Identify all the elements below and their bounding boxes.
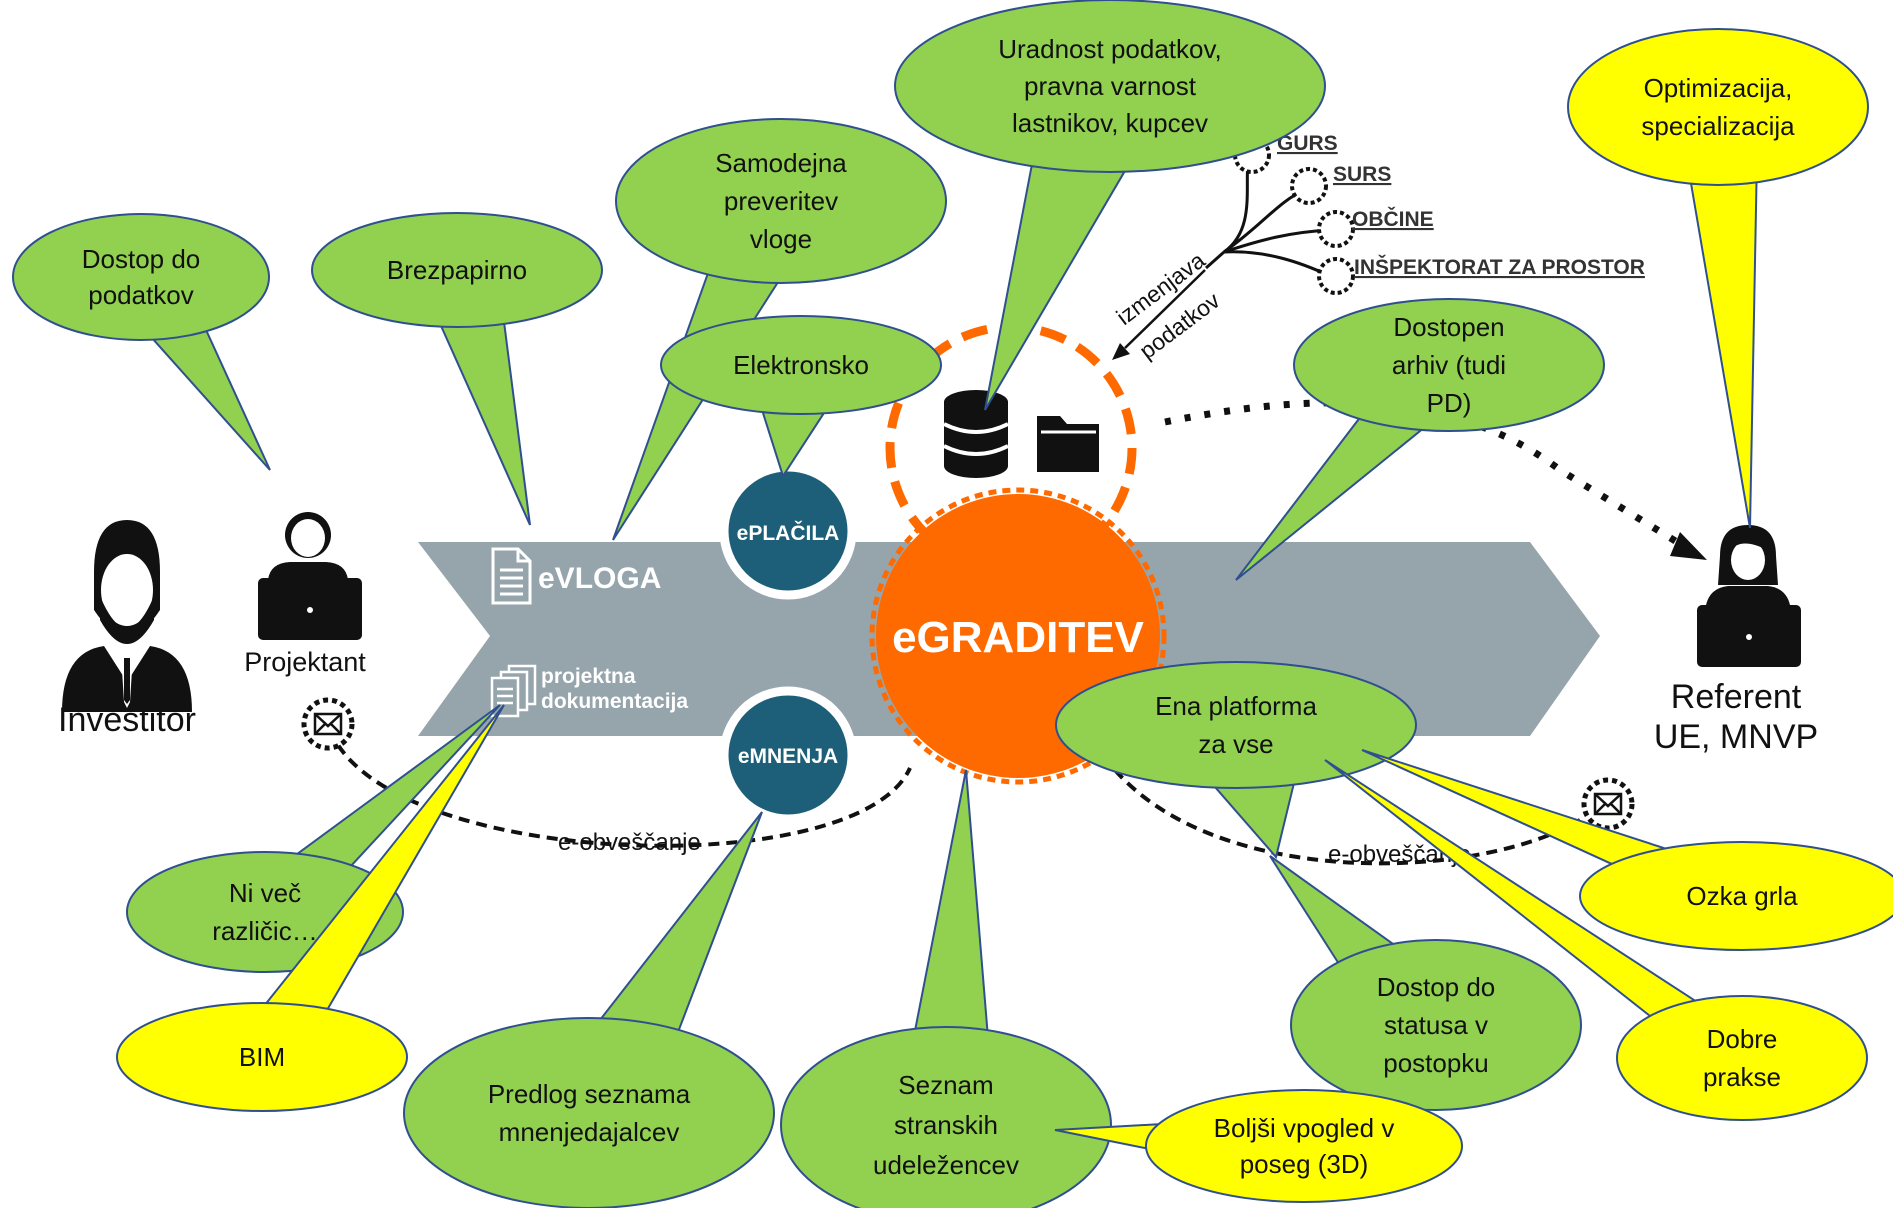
bubble-text-line: Uradnost podatkov, xyxy=(998,34,1222,64)
bubble-text-line: poseg (3D) xyxy=(1240,1149,1369,1179)
archive-arrowhead xyxy=(1670,532,1707,560)
notify-right-line xyxy=(1113,768,1582,866)
bubble-text-line: podatkov xyxy=(88,280,194,310)
bubble-seznam: Seznam stranskih udeležencev xyxy=(780,769,1112,1213)
bubble-dobre: Dobre prakse xyxy=(1324,759,1868,1121)
investor-label: Investitor xyxy=(58,701,196,739)
bubble-text-line: Optimizacija, xyxy=(1644,73,1793,103)
bubble-dostop-podatkov: Dostop do podatkov xyxy=(12,213,271,471)
bubble-text-line: BIM xyxy=(239,1042,285,1072)
eplacila-label: ePLAČILA xyxy=(737,521,840,545)
bubble-predlog: Predlog seznama mnenjedajalcev xyxy=(403,811,775,1209)
emnenja-circle[interactable] xyxy=(719,686,857,824)
bubble-text-line: Ni več xyxy=(229,878,301,908)
bubble-text-line: različic… xyxy=(212,916,317,946)
bubble-body xyxy=(311,212,603,328)
bubble-text-line: arhiv (tudi xyxy=(1392,350,1506,380)
referent-label-line1: Referent xyxy=(1671,678,1802,716)
bubble-text-line: Samodejna xyxy=(715,148,847,178)
bubble-text-line: lastnikov, kupcev xyxy=(1012,108,1208,138)
bubble-tail xyxy=(1269,855,1395,964)
bubble-text-line: vloge xyxy=(750,224,812,254)
bubble-body xyxy=(780,1026,1112,1213)
bubble-text-line: prakse xyxy=(1703,1062,1781,1092)
bubble-tail xyxy=(1213,783,1295,860)
bubble-text-line: stranskih xyxy=(894,1110,998,1140)
person-woman-laptop-icon xyxy=(1697,525,1801,667)
bubble-text-line: specializacija xyxy=(1641,111,1795,141)
bubble-text-line: statusa v xyxy=(1384,1010,1488,1040)
bubble-uradnost: Uradnost podatkov, pravna varnost lastniko… xyxy=(894,0,1326,411)
bubble-text-line: Dostop do xyxy=(82,244,201,274)
bubble-optimizacija: Optimizacija, specializacija xyxy=(1567,28,1869,529)
bubble-text-line: Boljši vpogled v xyxy=(1214,1113,1395,1143)
bubble-text-line: za vse xyxy=(1198,729,1273,759)
database-icon xyxy=(943,390,1009,478)
person-laptop-icon xyxy=(258,512,362,640)
bubble-body xyxy=(1616,995,1868,1121)
bubble-status: Dostop do statusa v postopku xyxy=(1269,855,1582,1111)
referent-label-line2: UE, MNVP xyxy=(1654,718,1818,756)
bubble-body xyxy=(1293,298,1605,432)
egraditev-label: eGRADITEV xyxy=(892,613,1144,662)
speech-bubbles: Dostop do podatkov Brezpapirno Samodejna pre… xyxy=(12,0,1893,1213)
source-gurs: GURS xyxy=(1277,132,1338,155)
bubble-text-line: Seznam xyxy=(898,1070,993,1100)
document-icon xyxy=(491,547,532,605)
bubble-body xyxy=(1145,1089,1463,1203)
bubble-text-line: mnenjedajalcev xyxy=(499,1117,680,1147)
bubble-tail xyxy=(1689,181,1758,529)
folder-icon xyxy=(1037,416,1099,472)
documents-stack-icon xyxy=(490,664,537,718)
source-inspektorat: INŠPEKTORAT ZA PROSTOR xyxy=(1354,255,1645,279)
envelope-icon xyxy=(301,697,355,751)
notify-left-label: e-obveščanje xyxy=(558,829,701,856)
projdoc-label-line1: projektna xyxy=(541,665,636,688)
evloga-label: eVLOGA xyxy=(538,562,661,595)
projdoc-label-line2: dokumentacija xyxy=(541,690,688,713)
bubble-body xyxy=(1567,28,1869,186)
designer-label: Projektant xyxy=(244,647,366,677)
bubble-text-line: pravna varnost xyxy=(1024,71,1197,101)
bubble-text-line: Elektronsko xyxy=(733,350,869,380)
bubble-text-line: Ozka grla xyxy=(1686,881,1798,911)
bubble-body xyxy=(615,118,947,284)
bubble-body xyxy=(1055,661,1417,789)
bubble-text-line: udeležencev xyxy=(873,1150,1019,1180)
bubble-text-line: Predlog seznama xyxy=(488,1079,691,1109)
bubble-text-line: Dostop do xyxy=(1377,972,1496,1002)
bubble-tail xyxy=(439,322,531,526)
bubble-ni-vec: Ni več različic… xyxy=(126,704,501,973)
bubble-elektronsko: Elektronsko xyxy=(660,315,942,479)
bubble-text-line: postopku xyxy=(1383,1048,1489,1078)
bubble-platforma: Ena platforma za vse xyxy=(1055,661,1417,860)
bubble-boljsi: Boljši vpogled v poseg (3D) xyxy=(1054,1089,1463,1203)
bubble-bim: BIM xyxy=(116,704,505,1112)
bubble-tail xyxy=(151,329,271,471)
source-surs: SURS xyxy=(1333,163,1391,186)
bubble-text-line: Dobre xyxy=(1707,1024,1778,1054)
bubble-tail xyxy=(914,769,989,1032)
exchange-arrow xyxy=(1124,269,1206,349)
bubble-body xyxy=(894,0,1326,173)
bubble-body xyxy=(1290,939,1582,1111)
bubble-text-line: Ena platforma xyxy=(1155,691,1317,721)
source-obcine: OBČINE xyxy=(1352,207,1434,231)
bubble-text-line: Dostopen xyxy=(1393,312,1504,342)
bubble-ozka: Ozka grla xyxy=(1361,749,1893,951)
bubble-text-line: PD) xyxy=(1427,388,1472,418)
emnenja-label: eMNENJA xyxy=(738,745,838,768)
bubble-brezpapirno: Brezpapirno xyxy=(311,212,603,526)
bubble-text-line: Brezpapirno xyxy=(387,255,527,285)
person-investor-icon xyxy=(62,520,192,712)
bubble-text-line: preveritev xyxy=(724,186,838,216)
bubble-body xyxy=(660,315,942,415)
envelope-icon xyxy=(1581,777,1635,831)
bubble-body xyxy=(403,1017,775,1209)
bubble-body xyxy=(116,1002,408,1112)
bubble-body xyxy=(12,213,270,341)
